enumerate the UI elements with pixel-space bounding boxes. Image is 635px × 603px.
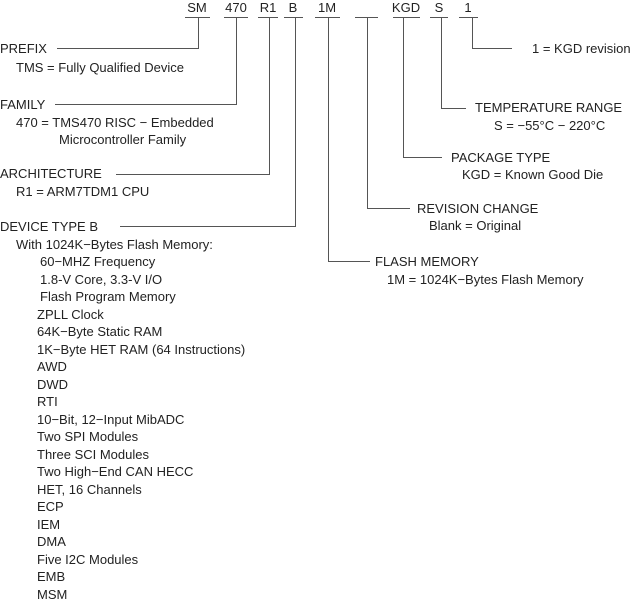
package-desc: KGD = Known Good Die: [462, 167, 604, 182]
device-feature-item: DMA: [37, 534, 66, 549]
code-flash: 1M: [317, 0, 337, 15]
device-type-desc: With 1024K−Bytes Flash Memory:: [16, 237, 213, 252]
temperature-desc: S = −55°C − 220°C: [494, 118, 606, 133]
temperature-title: TEMPERATURE RANGE: [475, 100, 623, 115]
family-desc: 470 = TMS470 RISC − Embedded: [16, 115, 214, 130]
code-prefix: SM: [187, 0, 207, 15]
family-leader: [55, 18, 237, 105]
device-feature-item: DWD: [37, 376, 69, 392]
device-feature-item: AWD: [37, 359, 67, 374]
flash-leader: [328, 18, 370, 262]
code-family: 470: [225, 0, 247, 15]
device-feature-item: MSM: [37, 586, 68, 602]
device-feature-item: Two High−End CAN HECC: [37, 464, 194, 479]
temperature-leader: [441, 18, 466, 109]
device-feature-item: Five I2C Modules: [37, 551, 139, 567]
flash-desc: 1M = 1024K−Bytes Flash Memory: [387, 272, 584, 287]
code-temperature: S: [434, 0, 444, 15]
prefix-leader: [57, 18, 199, 49]
device-feature-item: Three SCI Modules: [37, 446, 149, 462]
architecture-leader: [116, 18, 270, 175]
device-feature-item: Flash Program Memory: [40, 289, 176, 304]
code-kgd-revision: 1: [464, 0, 472, 15]
code-device-type: B: [288, 0, 298, 15]
device-feature-item: RTI: [37, 394, 58, 409]
code-package: KGD: [391, 0, 421, 15]
revision-desc: Blank = Original: [429, 218, 522, 233]
flash-title: FLASH MEMORY: [375, 254, 479, 269]
device-feature-item: 60−MHZ Frequency: [40, 254, 156, 269]
revision-leader: [367, 18, 410, 209]
device-feature-item: ZPLL Clock: [37, 306, 104, 322]
device-type-title: DEVICE TYPE B: [0, 219, 99, 234]
revision-title: REVISION CHANGE: [417, 201, 539, 216]
prefix-title: PREFIX: [0, 41, 47, 56]
device-feature-item: 1.8-V Core, 3.3-V I/O: [40, 271, 163, 287]
device-feature-item: Two SPI Modules: [37, 429, 139, 444]
family-desc-2: Microcontroller Family: [59, 132, 187, 147]
device-feature-item: EMB: [37, 569, 66, 584]
device-feature-item: ECP: [37, 499, 64, 514]
package-title: PACKAGE TYPE: [451, 150, 551, 165]
family-title: FAMILY: [0, 97, 46, 112]
device-feature-item: IEM: [37, 516, 61, 532]
device-feature-item: 64K−Byte Static RAM: [37, 324, 163, 339]
architecture-desc: R1 = ARM7TDM1 CPU: [16, 184, 150, 199]
device-type-leader: [120, 18, 296, 227]
package-leader: [403, 18, 442, 158]
device-feature-item: HET, 16 Channels: [37, 481, 142, 497]
prefix-desc: TMS = Fully Qualified Device: [16, 60, 184, 75]
kgd-revision-desc: 1 = KGD revision: [532, 41, 631, 56]
kgd-revision-leader: [472, 18, 512, 49]
device-feature-item: 10−Bit, 12−Input MibADC: [37, 411, 185, 427]
code-architecture: R1: [259, 0, 277, 15]
architecture-title: ARCHITECTURE: [0, 166, 102, 181]
device-feature-item: 1K−Byte HET RAM (64 Instructions): [37, 341, 246, 357]
